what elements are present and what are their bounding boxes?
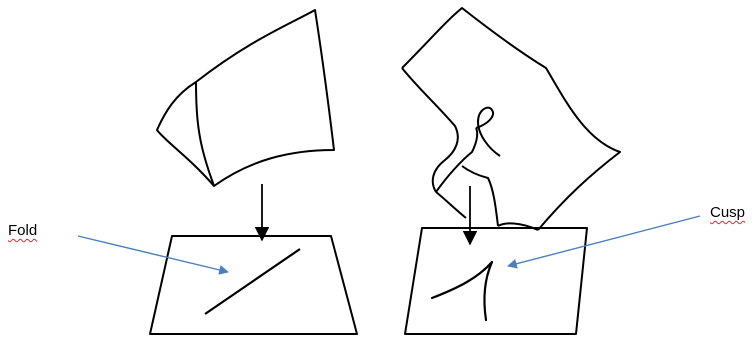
folded-sheet: [156, 9, 335, 187]
fold-label: Fold: [8, 222, 38, 239]
cusp-curves: [430, 260, 494, 322]
fold-pointer-arrow: [77, 235, 229, 275]
projection-plane-left: [149, 235, 358, 335]
fold-line: [204, 248, 301, 315]
cusp-pointer-arrow: [507, 215, 701, 269]
cusp-label: Cusp: [710, 204, 746, 221]
pleated-sheet: [401, 7, 621, 231]
projection-plane-right: [404, 227, 588, 335]
